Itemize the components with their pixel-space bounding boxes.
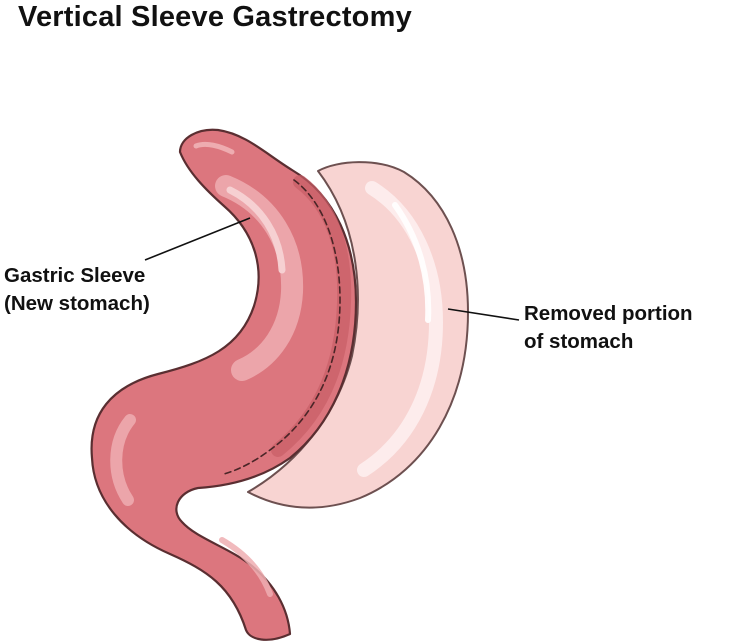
removed-portion-label: Removed portion of stomach xyxy=(524,300,693,356)
staple-line xyxy=(223,179,341,475)
gastric-sleeve-label-line2: (New stomach) xyxy=(4,292,150,315)
removed-portion-label-line2: of stomach xyxy=(524,330,634,353)
gastric-sleeve-label: Gastric Sleeve (New stomach) xyxy=(4,262,150,318)
gastric-sleeve-label-line1: Gastric Sleeve xyxy=(4,264,146,287)
removed-portion-leader-line xyxy=(447,308,520,321)
gastric-sleeve-leader-line xyxy=(144,217,251,261)
gastric-sleeve xyxy=(90,128,358,641)
removed-portion-label-line1: Removed portion xyxy=(524,302,693,325)
diagram-title: Vertical Sleeve Gastrectomy xyxy=(18,1,412,33)
removed-stomach-portion xyxy=(247,161,469,509)
